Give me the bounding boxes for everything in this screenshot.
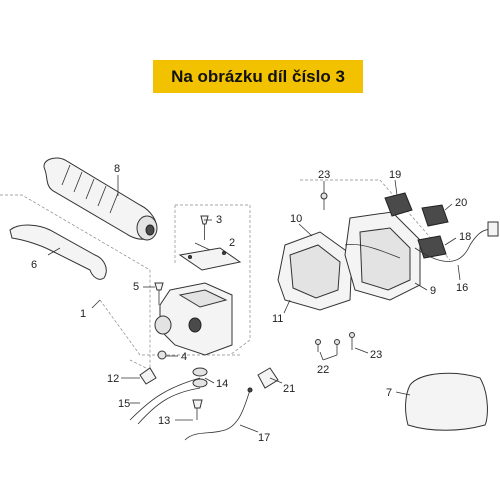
banner-text: Na obrázku díl číslo 3 <box>171 66 345 86</box>
part-number-16: 16 <box>456 282 468 294</box>
part-number-3: 3 <box>216 214 222 226</box>
lever-group <box>0 194 151 371</box>
part-number-1: 1 <box>80 308 86 320</box>
part-number-4: 4 <box>181 351 187 363</box>
highlight-banner: Na obrázku díl číslo 3 <box>153 60 363 93</box>
kit-bag <box>405 372 488 431</box>
switches <box>384 192 499 262</box>
part-number-5: 5 <box>133 281 139 293</box>
part-number-11: 11 <box>272 313 283 325</box>
part-number-22: 22 <box>317 364 329 376</box>
part-number-9: 9 <box>430 285 436 297</box>
part-number-23-upper: 23 <box>318 169 330 181</box>
part-number-14: 14 <box>216 378 228 390</box>
part-number-17: 17 <box>258 432 270 444</box>
part-number-15: 15 <box>118 398 130 410</box>
part-number-23-lower: 23 <box>370 349 382 361</box>
part-number-2: 2 <box>229 237 235 249</box>
leader-lines <box>47 175 461 433</box>
part-number-20: 20 <box>455 197 467 209</box>
part-number-18: 18 <box>459 231 471 243</box>
part-number-6: 6 <box>31 259 37 271</box>
part-number-12: 12 <box>107 373 119 385</box>
part-number-10: 10 <box>290 213 302 225</box>
part-number-13: 13 <box>158 415 170 427</box>
part-numbers: 8 6 3 2 5 1 4 12 14 15 13 17 21 22 23 23… <box>31 163 471 444</box>
part-number-7: 7 <box>386 387 392 399</box>
handlebar-grip <box>43 157 158 241</box>
switch-housing-group <box>277 179 451 355</box>
hose-fittings <box>129 367 279 441</box>
part-number-19: 19 <box>389 169 401 181</box>
part-number-21: 21 <box>283 383 295 395</box>
part-number-8: 8 <box>114 163 120 175</box>
master-cylinder-group <box>99 204 251 360</box>
